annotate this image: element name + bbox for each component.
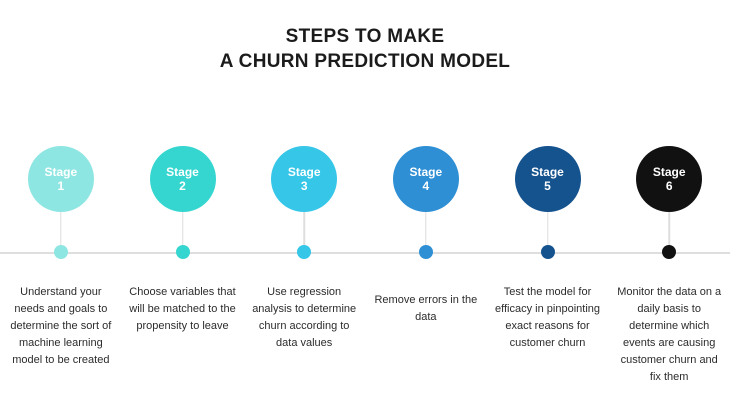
stage-item-2[interactable]: Stage 2 Choose variables that will be ma… xyxy=(122,0,244,410)
stage-circle-4[interactable]: Stage 4 xyxy=(392,146,459,212)
stage-label-4: Stage xyxy=(409,165,443,179)
stage-dot-3 xyxy=(297,245,312,259)
stage-number-4: 4 xyxy=(422,179,430,193)
stage-number-6: 6 xyxy=(665,179,673,193)
stage-stem-3 xyxy=(303,212,305,252)
stage-circle-2[interactable]: Stage 2 xyxy=(149,146,216,212)
stage-label-2: Stage xyxy=(166,165,199,179)
stage-circle-1[interactable]: Stage 1 xyxy=(27,146,94,212)
stage-number-5: 5 xyxy=(544,179,551,193)
stage-stem-6 xyxy=(668,212,670,252)
page-title: STEPS TO MAKE A CHURN PREDICTION MODEL xyxy=(0,24,730,74)
stage-dot-6 xyxy=(662,245,677,259)
stage-stem-1 xyxy=(60,212,62,252)
stage-item-1[interactable]: Stage 1 Understand your needs and goals … xyxy=(0,0,122,410)
timeline-axis xyxy=(0,252,730,254)
stage-number-3: 3 xyxy=(300,179,308,193)
stage-stem-5 xyxy=(546,212,549,252)
stage-circle-6[interactable]: Stage 6 xyxy=(636,146,703,212)
stage-item-5[interactable]: Stage 5 Test the model for efficacy in p… xyxy=(487,0,609,410)
stage-label-3: Stage xyxy=(287,165,321,179)
stage-description-2: Choose variables that will be matched to… xyxy=(129,286,236,332)
stage-description-5: Test the model for efficacy in pinpointi… xyxy=(495,286,600,349)
stage-dot-2 xyxy=(175,245,190,259)
stage-item-4[interactable]: Stage 4 Remove errors in the data xyxy=(365,0,487,410)
stage-description-3: Use regression analysis to determine chu… xyxy=(252,286,357,349)
title-line-2: A CHURN PREDICTION MODEL xyxy=(219,51,511,72)
stage-number-2: 2 xyxy=(179,179,186,193)
stage-stem-2 xyxy=(181,212,184,252)
stage-circle-5[interactable]: Stage 5 xyxy=(514,146,581,212)
stage-stem-4 xyxy=(425,212,427,252)
stage-dot-5 xyxy=(540,245,555,259)
stage-description-6: Monitor the data on a daily basis to det… xyxy=(617,286,722,383)
stage-description-1: Understand your needs and goals to deter… xyxy=(10,286,112,366)
stage-label-1: Stage xyxy=(44,165,78,179)
stage-item-3[interactable]: Stage 3 Use regression analysis to deter… xyxy=(243,0,365,410)
stage-circle-3[interactable]: Stage 3 xyxy=(271,146,338,212)
stage-number-1: 1 xyxy=(57,179,65,193)
stage-label-6: Stage xyxy=(652,165,686,179)
stage-dot-4 xyxy=(418,245,433,259)
stage-dot-1 xyxy=(53,245,68,259)
stage-label-5: Stage xyxy=(531,165,564,179)
stage-item-6[interactable]: Stage 6 Monitor the data on a daily basi… xyxy=(608,0,730,410)
title-line-1: STEPS TO MAKE xyxy=(285,26,445,47)
stage-description-4: Remove errors in the data xyxy=(374,294,478,323)
